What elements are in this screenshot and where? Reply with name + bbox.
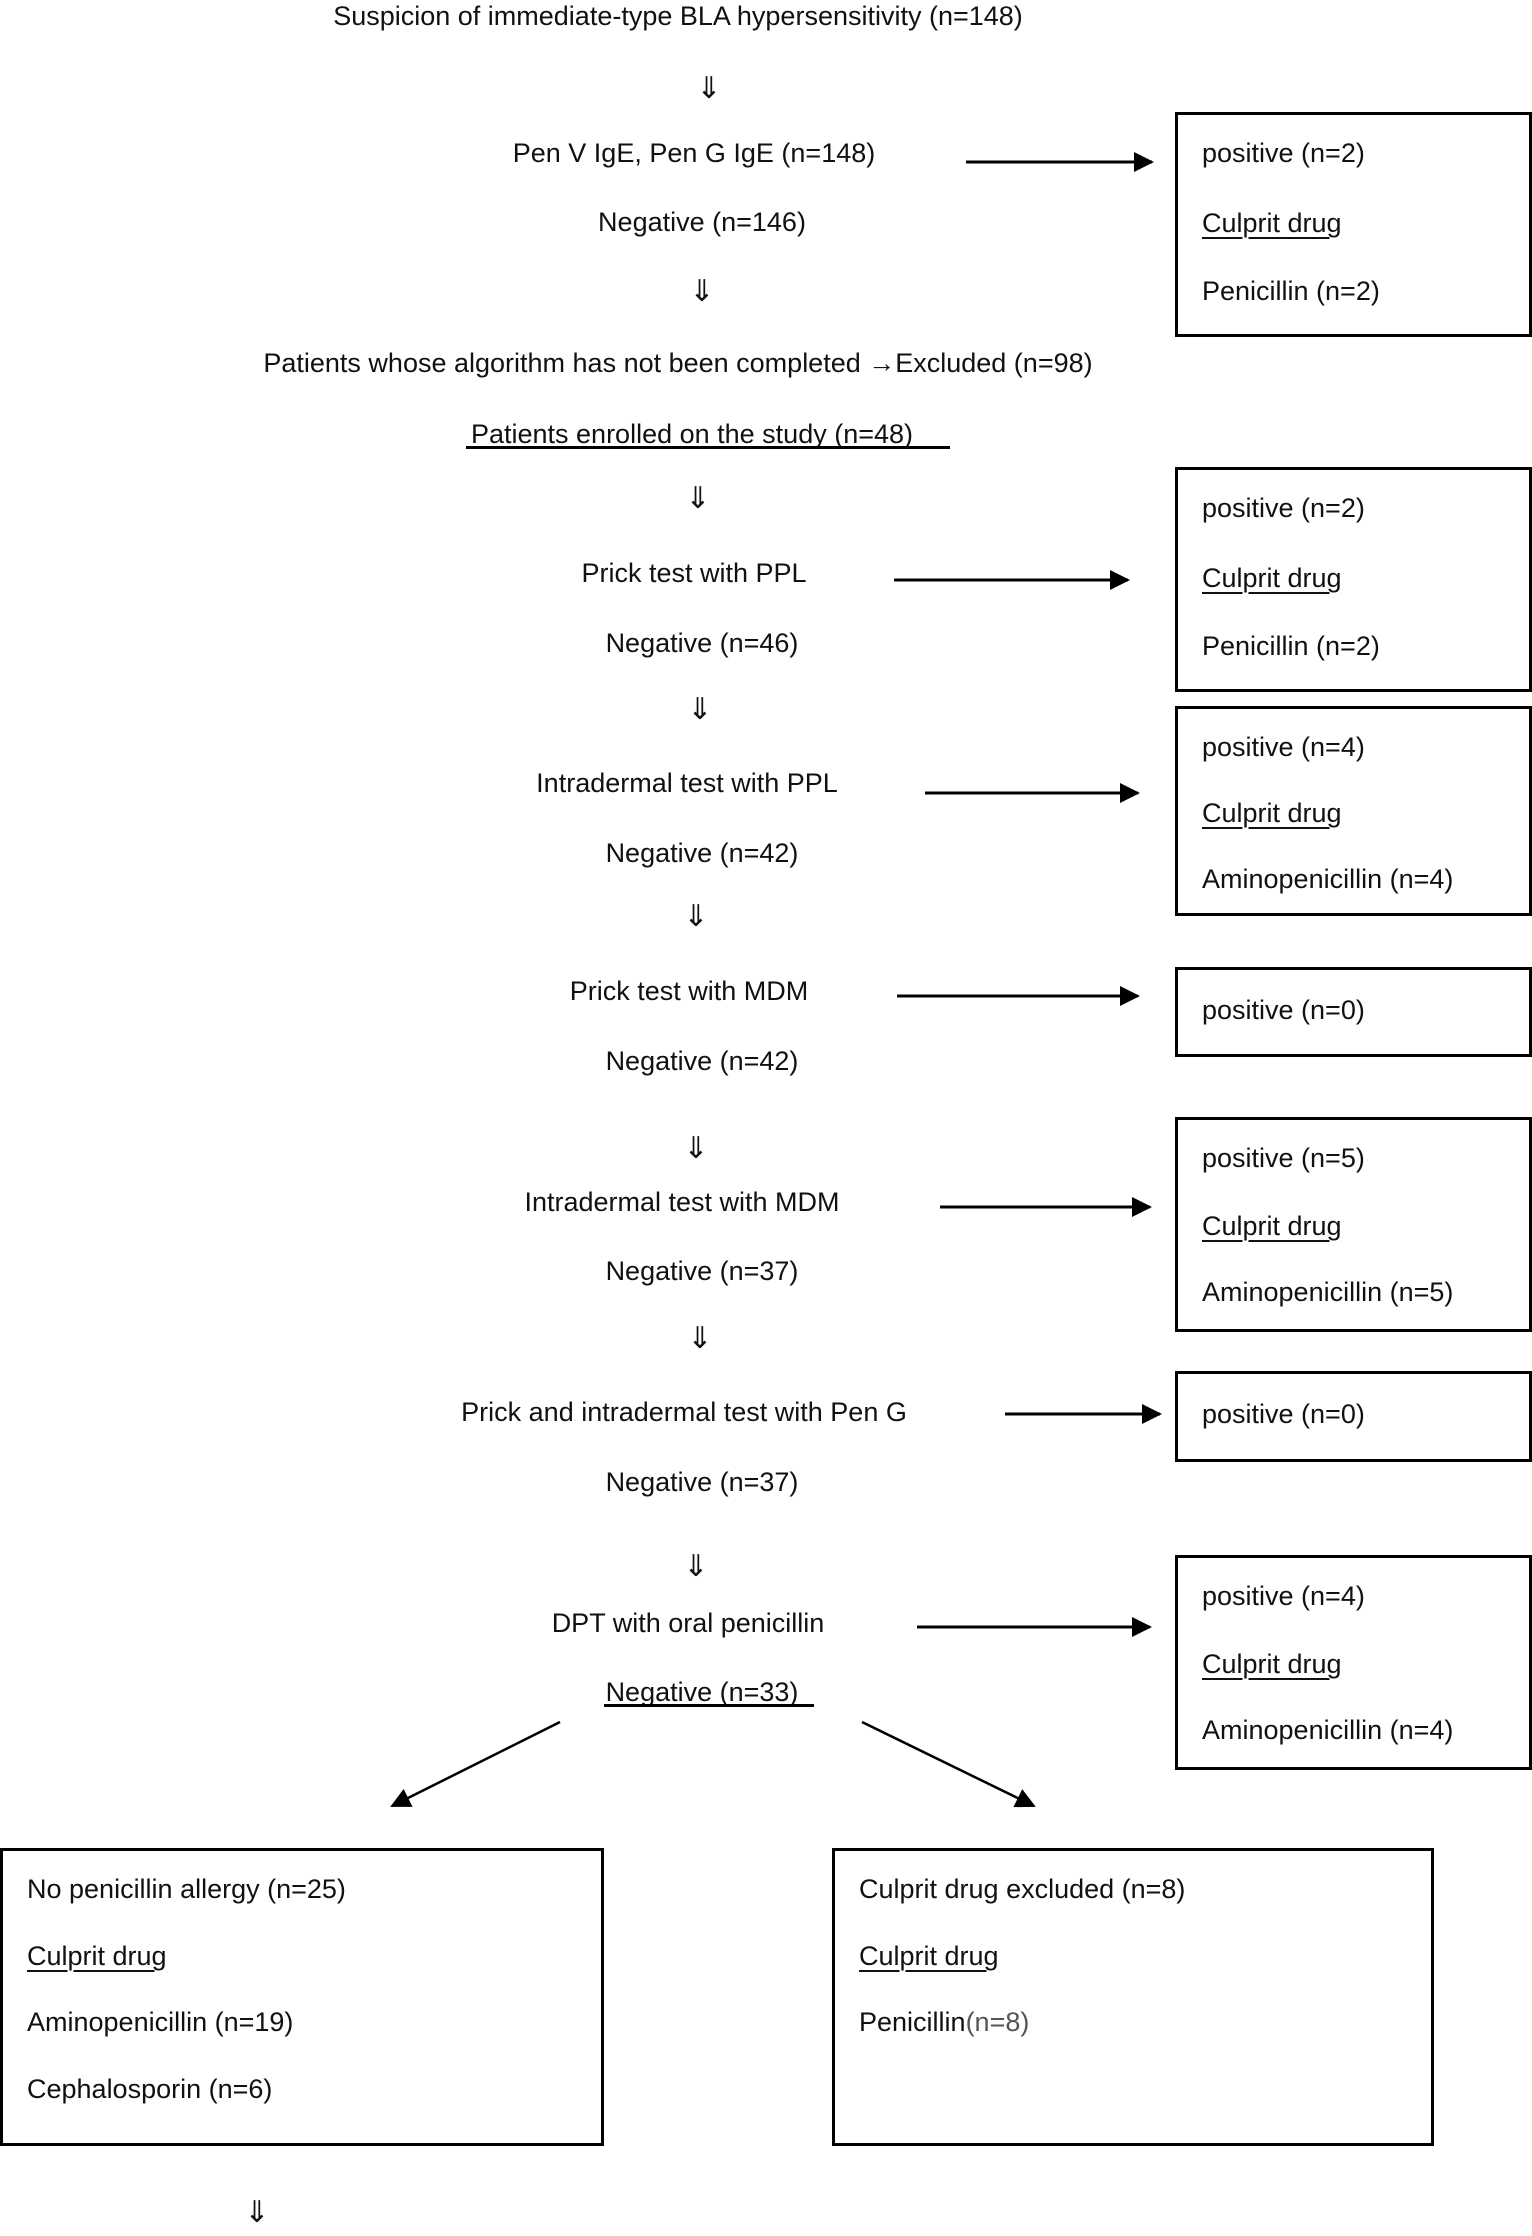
prick-mdm-negative-label: Negative (n=42) bbox=[605, 1046, 799, 1076]
intradermal-ppl-label: Intradermal test with PPL bbox=[536, 768, 838, 798]
positive-count: positive (n=4) bbox=[1202, 1581, 1365, 1611]
pen-g-negative-label: Negative (n=37) bbox=[605, 1467, 799, 1497]
result-box-prick-ppl: positive (n=2) Culprit drug Penicillin (… bbox=[1175, 467, 1532, 692]
down-arrow-icon: ⇓ bbox=[689, 274, 715, 309]
outcome-title: No penicillin allergy (n=25) bbox=[27, 1874, 346, 1904]
result-box-intradermal-ppl: positive (n=4) Culprit drug Aminopenicil… bbox=[1175, 706, 1532, 916]
intradermal-mdm-label: Intradermal test with MDM bbox=[524, 1187, 840, 1217]
outcome-box-culprit-excluded: Culprit drug excluded (n=8) Culprit drug… bbox=[832, 1848, 1434, 2146]
culprit-drug-heading: Culprit drug bbox=[1202, 563, 1342, 593]
start-node: Suspicion of immediate-type BLA hypersen… bbox=[333, 1, 1023, 31]
down-arrow-icon: ⇓ bbox=[687, 692, 713, 727]
ige-test-label: Pen V IgE, Pen G IgE (n=148) bbox=[512, 138, 876, 168]
result-box-dpt: positive (n=4) Culprit drug Aminopenicil… bbox=[1175, 1555, 1532, 1770]
down-arrow-icon: ⇓ bbox=[687, 1321, 713, 1356]
prick-ppl-negative-label: Negative (n=46) bbox=[605, 628, 799, 658]
dpt-label: DPT with oral penicillin bbox=[551, 1608, 825, 1638]
positive-count: positive (n=5) bbox=[1202, 1143, 1365, 1173]
dpt-negative-underline bbox=[604, 1704, 814, 1707]
result-box-prick-mdm: positive (n=0) bbox=[1175, 967, 1532, 1057]
positive-count: positive (n=2) bbox=[1202, 138, 1365, 168]
culprit-drug-heading: Culprit drug bbox=[1202, 1211, 1342, 1241]
result-box-intradermal-mdm: positive (n=5) Culprit drug Aminopenicil… bbox=[1175, 1117, 1532, 1332]
culprit-drug-value: Penicillin (n=2) bbox=[1202, 276, 1380, 306]
intradermal-mdm-negative-label: Negative (n=37) bbox=[605, 1256, 799, 1286]
outcome-title: Culprit drug excluded (n=8) bbox=[859, 1874, 1186, 1904]
result-box-ige: positive (n=2) Culprit drug Penicillin (… bbox=[1175, 112, 1532, 337]
culprit-drug-count: (n=8) bbox=[965, 2007, 1030, 2037]
branch-arrow-right bbox=[861, 1720, 1036, 1808]
positive-count: positive (n=4) bbox=[1202, 732, 1365, 762]
result-box-pen-g: positive (n=0) bbox=[1175, 1371, 1532, 1462]
down-arrow-icon: ⇓ bbox=[685, 481, 711, 516]
down-arrow-icon: ⇓ bbox=[683, 899, 709, 934]
enrolled-label: Patients enrolled on the study (n=48) bbox=[470, 419, 914, 449]
down-arrow-icon: ⇓ bbox=[696, 71, 722, 106]
down-arrow-icon: ⇓ bbox=[683, 1131, 709, 1166]
enrolled-underline bbox=[466, 446, 950, 449]
positive-count: positive (n=0) bbox=[1202, 1399, 1365, 1429]
branch-arrow-left bbox=[390, 1720, 561, 1808]
culprit-drug-heading: Culprit drug bbox=[859, 1941, 999, 1971]
culprit-drug-value: Aminopenicillin (n=5) bbox=[1202, 1277, 1454, 1307]
positive-count: positive (n=2) bbox=[1202, 493, 1365, 523]
down-arrow-icon: ⇓ bbox=[683, 1549, 709, 1584]
outcome-box-no-allergy: No penicillin allergy (n=25) Culprit dru… bbox=[0, 1848, 604, 2146]
culprit-drug-heading: Culprit drug bbox=[1202, 798, 1342, 828]
pen-g-test-label: Prick and intradermal test with Pen G bbox=[461, 1397, 907, 1427]
ige-negative-label: Negative (n=146) bbox=[598, 207, 806, 237]
culprit-drug-value: Cephalosporin (n=6) bbox=[27, 2074, 273, 2104]
prick-ppl-label: Prick test with PPL bbox=[581, 558, 807, 588]
down-arrow-icon: ⇓ bbox=[244, 2195, 270, 2230]
culprit-drug-heading: Culprit drug bbox=[1202, 208, 1342, 238]
intradermal-ppl-negative-label: Negative (n=42) bbox=[605, 838, 799, 868]
prick-mdm-label: Prick test with MDM bbox=[569, 976, 809, 1006]
culprit-drug-name: Penicillin bbox=[859, 2007, 966, 2037]
culprit-drug-value: Aminopenicillin (n=4) bbox=[1202, 1715, 1454, 1745]
culprit-drug-value: Penicillin(n=8) bbox=[859, 2006, 1029, 2038]
culprit-drug-heading: Culprit drug bbox=[27, 1941, 167, 1971]
culprit-drug-heading: Culprit drug bbox=[1202, 1649, 1342, 1679]
culprit-drug-value: Aminopenicillin (n=19) bbox=[27, 2007, 294, 2037]
culprit-drug-value: Penicillin (n=2) bbox=[1202, 631, 1380, 661]
excluded-label: Patients whose algorithm has not been co… bbox=[263, 348, 1093, 378]
dpt-negative-label: Negative (n=33) bbox=[605, 1677, 799, 1707]
culprit-drug-value: Aminopenicillin (n=4) bbox=[1202, 864, 1454, 894]
positive-count: positive (n=0) bbox=[1202, 995, 1365, 1025]
